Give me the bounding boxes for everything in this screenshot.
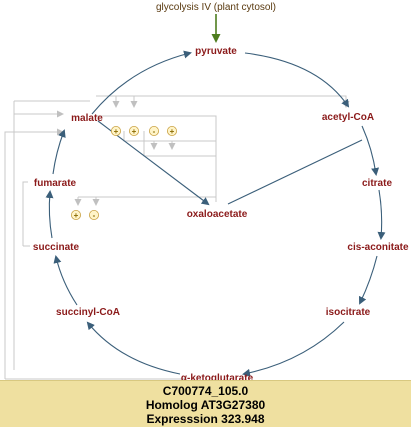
arrow-succinate-to-fumarate [45, 190, 54, 239]
metabolite-citrate[interactable]: citrate [362, 178, 392, 189]
metabolite-oxaloacetate[interactable]: oxaloacetate [187, 209, 248, 220]
metabolite-ketoglutarate[interactable]: α-ketoglutarate [181, 373, 254, 384]
svg-text:+: + [114, 127, 119, 136]
arrow-succinyl-coa-to-succinate [53, 255, 78, 306]
metabolite-pyruvate[interactable]: pyruvate [195, 46, 237, 57]
line-oxaloacetate-to-acetyl-coa [227, 139, 363, 205]
arrow-fumarate-to-malate [52, 129, 66, 175]
svg-text:+: + [132, 127, 137, 136]
arrow-pyruvate-to-acetyl-coa [244, 52, 350, 108]
expression-value: Expresssion 323.948 [146, 412, 265, 426]
arrow-isocitrate-to-ketoglutarate [242, 321, 345, 377]
regulation-sign: + [71, 209, 82, 220]
svg-text:-: - [153, 127, 156, 136]
regulation-signs: + + - + + - [71, 126, 177, 220]
arrow-malate-to-pyruvate [91, 50, 192, 115]
regulation-lines [4, 95, 350, 380]
metabolite-fumarate[interactable]: fumarate [34, 178, 77, 189]
regulation-sign: - [148, 126, 159, 137]
regulation-sign: + [111, 126, 122, 137]
gene-id: C700774_105.0 [162, 384, 249, 398]
regulation-sign: + [166, 126, 177, 137]
arrow-citrate-to-cis-aconitate [377, 189, 386, 240]
svg-text:+: + [74, 211, 79, 220]
svg-text:+: + [170, 127, 175, 136]
svg-text:-: - [93, 211, 96, 220]
metabolite-acetyl-coa[interactable]: acetyl-CoA [322, 112, 374, 123]
metabolite-malate[interactable]: malate [71, 113, 103, 124]
arrow-ketoglutarate-to-succinyl-coa [86, 321, 181, 375]
metabolite-succinyl-coa[interactable]: succinyl-CoA [56, 307, 120, 318]
metabolite-cis-aconitate[interactable]: cis-aconitate [347, 242, 409, 253]
metabolite-isocitrate[interactable]: isocitrate [326, 307, 371, 318]
arrow-cis-aconitate-to-isocitrate [358, 255, 378, 305]
regulation-sign: + [128, 126, 139, 137]
metabolite-succinate[interactable]: succinate [33, 242, 80, 253]
regulation-sign: - [89, 209, 100, 220]
pathway-link-glycolysis[interactable]: glycolysis IV (plant cytosol) [156, 2, 276, 13]
arrow-acetyl-coa-to-citrate [361, 125, 380, 176]
gene-info-panel: C700774_105.0 Homolog AT3G27380 Expresss… [0, 380, 411, 427]
homolog-label: Homolog AT3G27380 [145, 398, 266, 412]
